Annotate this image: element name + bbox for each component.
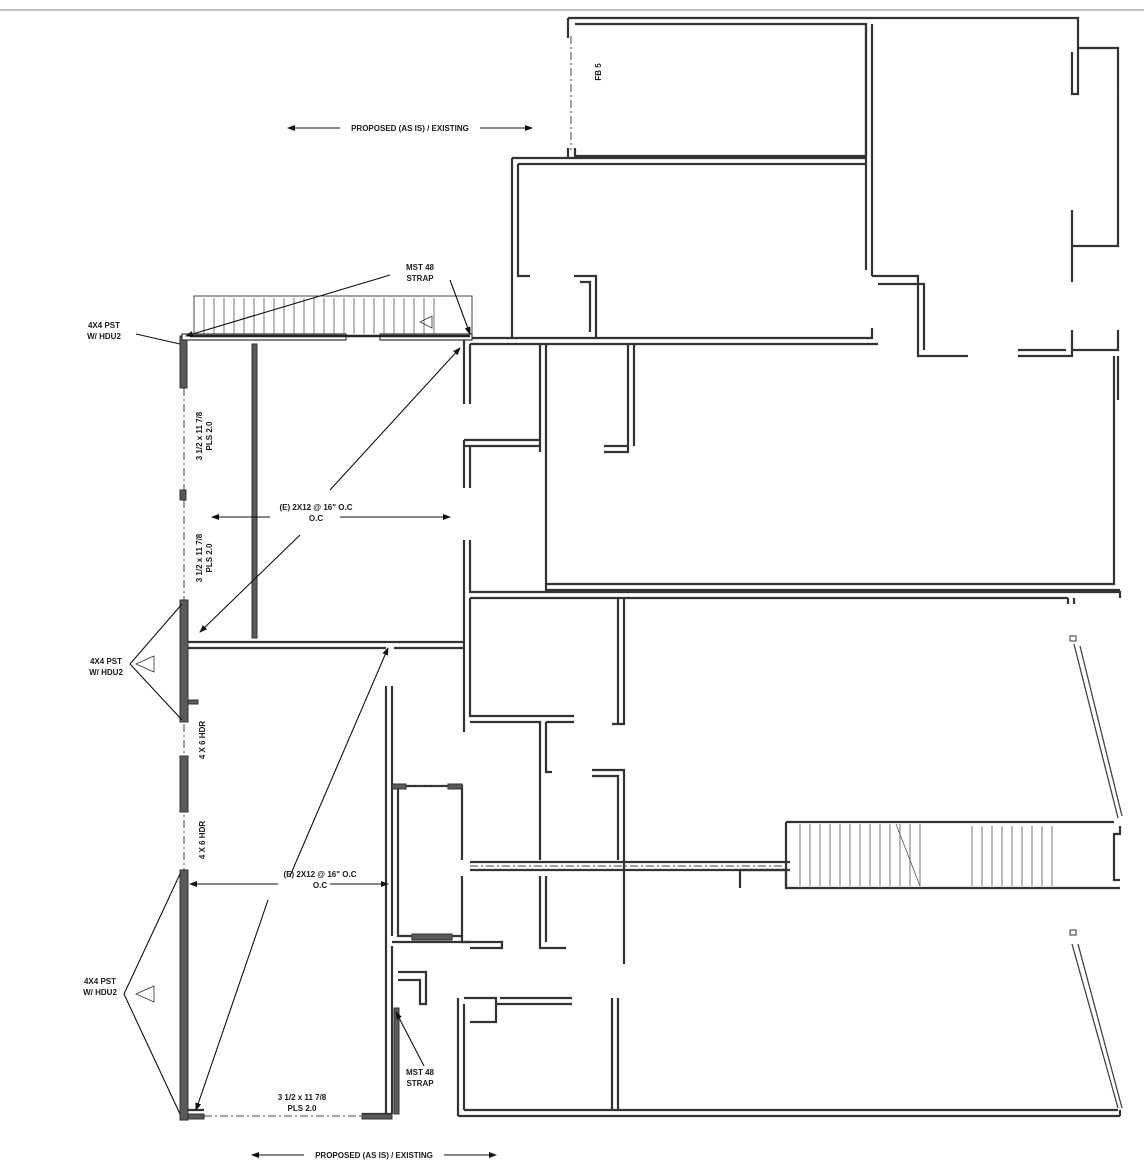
section-markers [135, 315, 433, 1003]
stair-hatch [799, 823, 1053, 887]
mst-strap-bottom-line1: MST 48 [406, 1068, 435, 1077]
proposed-existing-label-bottom: PROPOSED (AS IS) / EXISTING [315, 1151, 433, 1160]
beam-upper-label-line2: PLS 2.0 [205, 421, 214, 450]
post-label-top-line2: W/ HDU2 [87, 332, 121, 341]
post-label-top-line1: 4X4 PST [88, 321, 120, 330]
post-label-bottom-line1: 4X4 PST [84, 977, 116, 986]
mst-strap-top-line1: MST 48 [406, 263, 435, 272]
beam-upper-label-line1: 3 1/2 x 11 7/8 [195, 411, 204, 460]
existing-walls [186, 16, 1123, 1118]
beam-bottom-label-line1: 3 1/2 x 11 7/8 [278, 1093, 327, 1102]
joist-lower-label-line1: (E) 2X12 @ 16" O.C [284, 870, 357, 879]
mst-strap-top-line2: STRAP [406, 274, 434, 283]
beam-bottom-label-line2: PLS 2.0 [288, 1104, 317, 1113]
post-label-mid-line1: 4X4 PST [90, 657, 122, 666]
deck-top [181, 295, 473, 341]
proposed-existing-label-top: PROPOSED (AS IS) / EXISTING [351, 124, 469, 133]
mst-strap-bottom-line2: STRAP [406, 1079, 434, 1088]
header-label-1: 4 X 6 HDR [198, 721, 207, 759]
joist-lower-label-line2: O.C [313, 881, 327, 890]
post-label-mid-line2: W/ HDU2 [89, 668, 123, 677]
post-label-bottom-line2: W/ HDU2 [83, 988, 117, 997]
annotations: PROPOSED (AS IS) / EXISTING PROPOSED (AS… [83, 63, 603, 1160]
header-label-2: 4 X 6 HDR [198, 821, 207, 859]
joist-upper-label-line1: (E) 2X12 @ 16" O.C [280, 503, 353, 512]
joist-upper-label-line2: O.C [309, 514, 323, 523]
beam-lower-label-line2: PLS 2.0 [205, 543, 214, 572]
arrows [123, 125, 533, 1158]
fb5-label: FB 5 [594, 63, 603, 81]
beam-lower-label-line1: 3 1/2 x 11 7/8 [195, 533, 204, 582]
